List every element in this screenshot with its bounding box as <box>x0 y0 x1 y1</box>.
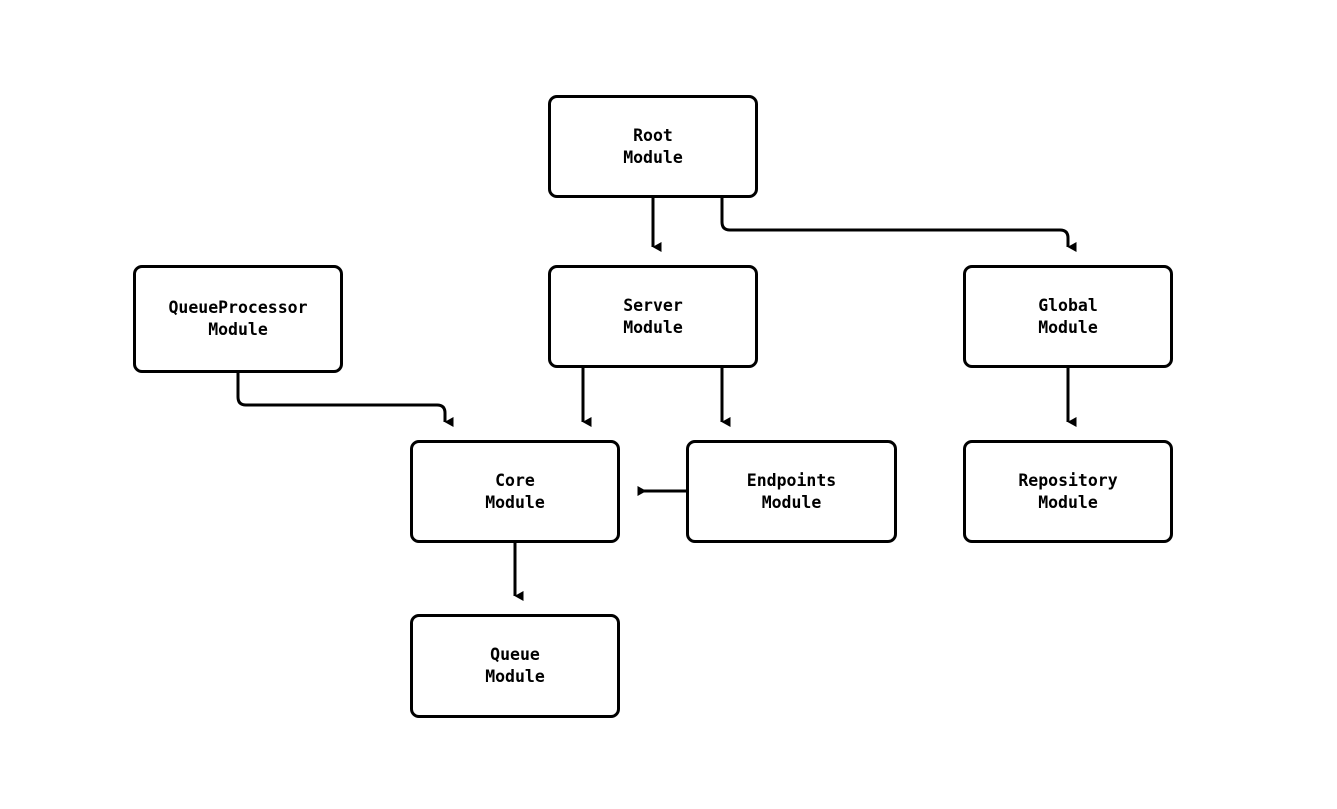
node-global-module-line1: Global <box>1038 295 1098 315</box>
node-server-module-line2: Module <box>623 317 683 337</box>
node-repository-module-line1: Repository <box>1018 470 1118 490</box>
node-core-module[interactable]: Core Module <box>410 440 620 543</box>
node-server-module[interactable]: Server Module <box>548 265 758 368</box>
node-root-module-line2: Module <box>623 147 683 167</box>
node-core-module-line2: Module <box>485 492 545 512</box>
node-queue-module-line1: Queue <box>490 645 540 664</box>
node-endpoints-module-line1: Endpoints <box>746 470 837 490</box>
edge-root-to-global <box>720 198 1077 252</box>
node-global-module-line2: Module <box>1038 317 1098 337</box>
node-core-module-line1: Core <box>495 470 535 490</box>
node-server-module-line1: Server <box>623 295 683 315</box>
edge-queueprocessor-to-core <box>236 373 454 427</box>
node-root-module[interactable]: Root Module <box>548 95 758 198</box>
node-queueprocessor-module-line2: Module <box>208 320 268 339</box>
node-queueprocessor-module[interactable]: QueueProcessor Module <box>133 265 343 373</box>
node-queueprocessor-module-line1: QueueProcessor <box>168 298 308 317</box>
node-root-module-line1: Root <box>633 125 673 145</box>
node-endpoints-module-line2: Module <box>761 492 822 512</box>
node-repository-module-line2: Module <box>1038 492 1098 512</box>
node-repository-module[interactable]: Repository Module <box>963 440 1173 543</box>
node-endpoints-module[interactable]: Endpoints Module <box>686 440 897 543</box>
node-queue-module-line2: Module <box>485 667 545 686</box>
node-queue-module[interactable]: Queue Module <box>410 614 620 718</box>
node-global-module[interactable]: Global Module <box>963 265 1173 368</box>
